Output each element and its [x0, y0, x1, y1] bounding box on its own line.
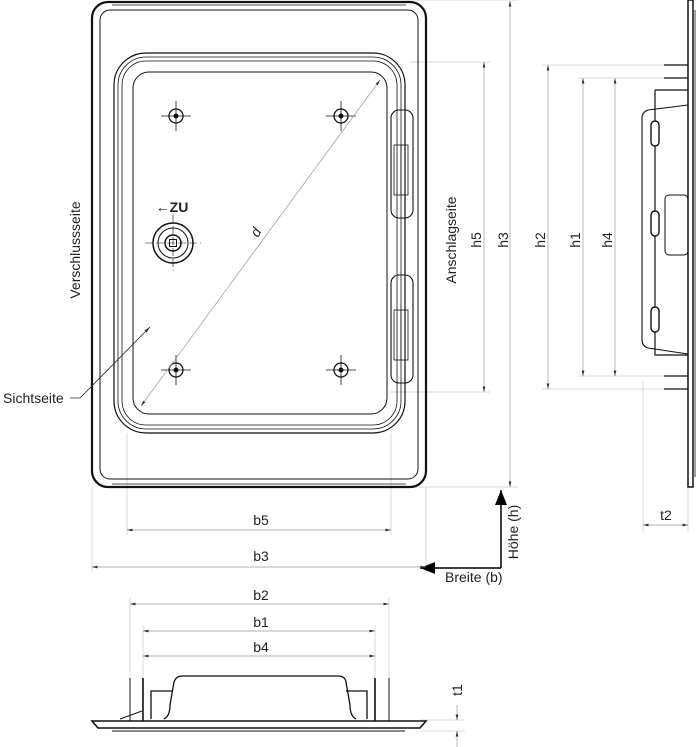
dimension-b1: b1: [253, 614, 269, 630]
dimension-h3: h3: [495, 232, 511, 248]
front-view: ←ZU d: [70, 0, 428, 489]
dimension-b4: b4: [253, 639, 269, 655]
screw-icon: [161, 101, 191, 131]
lock-icon: [145, 215, 201, 271]
dimension-b5: b5: [253, 512, 269, 528]
dimension-h4: h4: [599, 232, 615, 248]
dimension-b2: b2: [253, 587, 269, 603]
hinge-side-label: Anschlagseite: [443, 196, 459, 283]
dimension-h2: h2: [532, 232, 548, 248]
dimension-h5: h5: [468, 232, 484, 248]
dimension-t2: t2: [660, 507, 672, 523]
screw-icon: [326, 355, 356, 385]
width-axis-label: Breite (b): [445, 569, 503, 585]
closing-side-label: Verschlussseite: [67, 201, 83, 298]
hinge-icon: [390, 109, 414, 219]
dimension-b3: b3: [253, 548, 269, 564]
dimension-h1: h1: [567, 232, 583, 248]
screw-icon: [161, 355, 191, 385]
diagonal-label: d: [247, 224, 265, 240]
bottom-view: [90, 675, 428, 732]
leader-line: [70, 326, 151, 399]
diagonal-dimension: [140, 79, 381, 407]
dimension-t1: t1: [449, 684, 465, 696]
side-view: [641, 0, 696, 488]
screw-icon: [326, 101, 356, 131]
lock-direction-label: ←ZU: [156, 199, 189, 215]
height-axis-label: Höhe (h): [505, 505, 521, 559]
visible-side-label: Sichtseite: [3, 390, 64, 406]
hinge-icon: [390, 274, 414, 384]
